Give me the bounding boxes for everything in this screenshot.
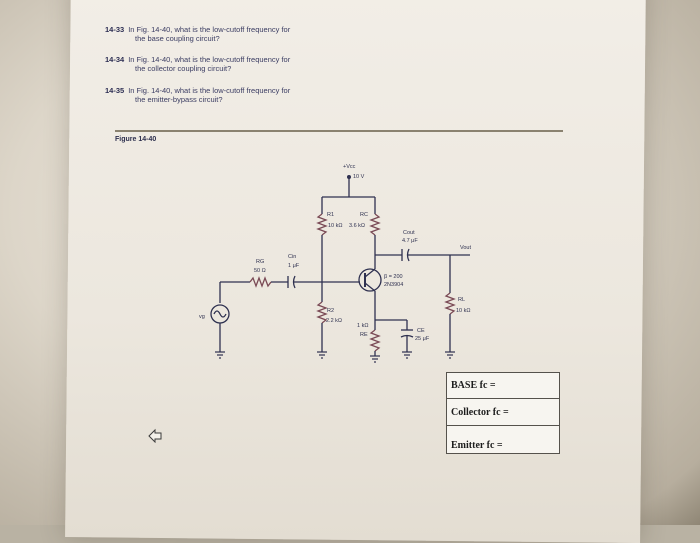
answer-table: BASE fc = Collector fc = Emitter fc = [446, 372, 560, 454]
r2-value: 2.2 kΩ [326, 318, 342, 324]
problem-text: In Fig. 14-40, what is the low-cutoff fr… [128, 25, 291, 34]
ground-icon [215, 351, 455, 363]
cin-value: 1 μF [288, 263, 300, 269]
transistor-label: 2N3904 [384, 282, 403, 288]
beta-label: β = 200 [384, 274, 403, 280]
re-label: RE [360, 332, 368, 338]
r2-label: R2 [327, 308, 334, 314]
problem-text-continued: the emitter-bypass circuit? [135, 95, 223, 104]
re-resistor [369, 329, 381, 352]
transistor-collector-lead [364, 268, 376, 278]
r1-value: 10 kΩ [328, 223, 343, 229]
circuit-schematic: +Vcc 10 V R1 10 kΩ RC 3.6 kΩ Cout 4.7 μF… [199, 164, 471, 363]
ac-wave [213, 310, 227, 318]
cout-value: 4.7 μF [402, 238, 418, 244]
section-divider [115, 130, 563, 132]
rg-resistor [249, 276, 272, 288]
problem-number: 14-35 [105, 86, 125, 95]
transistor-emitter-lead [364, 282, 376, 292]
ce-label: CE [417, 328, 425, 334]
ce-plate-2 [400, 334, 414, 338]
base-fc-cell[interactable]: BASE fc = [446, 372, 560, 399]
vout-label: Vout [460, 245, 471, 251]
rl-resistor [444, 292, 456, 315]
vcc-terminal [347, 175, 351, 179]
cout-label: Cout [403, 230, 415, 236]
vcc-label: +Vcc [343, 164, 356, 170]
rc-resistor [369, 213, 381, 236]
pointer-cursor-icon [148, 428, 162, 443]
problem-text-continued: the base coupling circuit? [135, 34, 220, 43]
re-value: 1 kΩ [357, 323, 368, 329]
r1-resistor [316, 213, 328, 236]
rg-label: RG [256, 259, 264, 265]
r2-resistor [316, 301, 328, 324]
problem-number: 14-34 [105, 55, 125, 64]
ce-value: 25 μF [415, 336, 430, 342]
figure-label: Figure 14-40 [115, 136, 157, 143]
problem-number: 14-33 [105, 25, 125, 34]
problem-text: In Fig. 14-40, what is the low-cutoff fr… [128, 55, 291, 64]
problem-text-continued: the collector coupling circuit? [135, 64, 232, 73]
transistor-body [358, 268, 382, 292]
rc-label: RC [360, 212, 368, 218]
vg-label: vg [199, 314, 205, 320]
r1-label: R1 [327, 212, 334, 218]
cout-plate-2 [406, 248, 410, 262]
emitter-fc-cell[interactable]: Emitter fc = [446, 425, 560, 454]
rc-value: 3.6 kΩ [349, 223, 365, 229]
rl-label: RL [458, 297, 465, 303]
collector-fc-cell[interactable]: Collector fc = [446, 398, 560, 426]
rl-value: 10 kΩ [456, 308, 471, 314]
cin-label: Cin [288, 254, 296, 260]
vcc-value: 10 V [353, 174, 365, 180]
cin-plate-2 [292, 275, 296, 289]
problem-text: In Fig. 14-40, what is the low-cutoff fr… [128, 86, 291, 95]
rg-value: 50 Ω [254, 268, 266, 274]
